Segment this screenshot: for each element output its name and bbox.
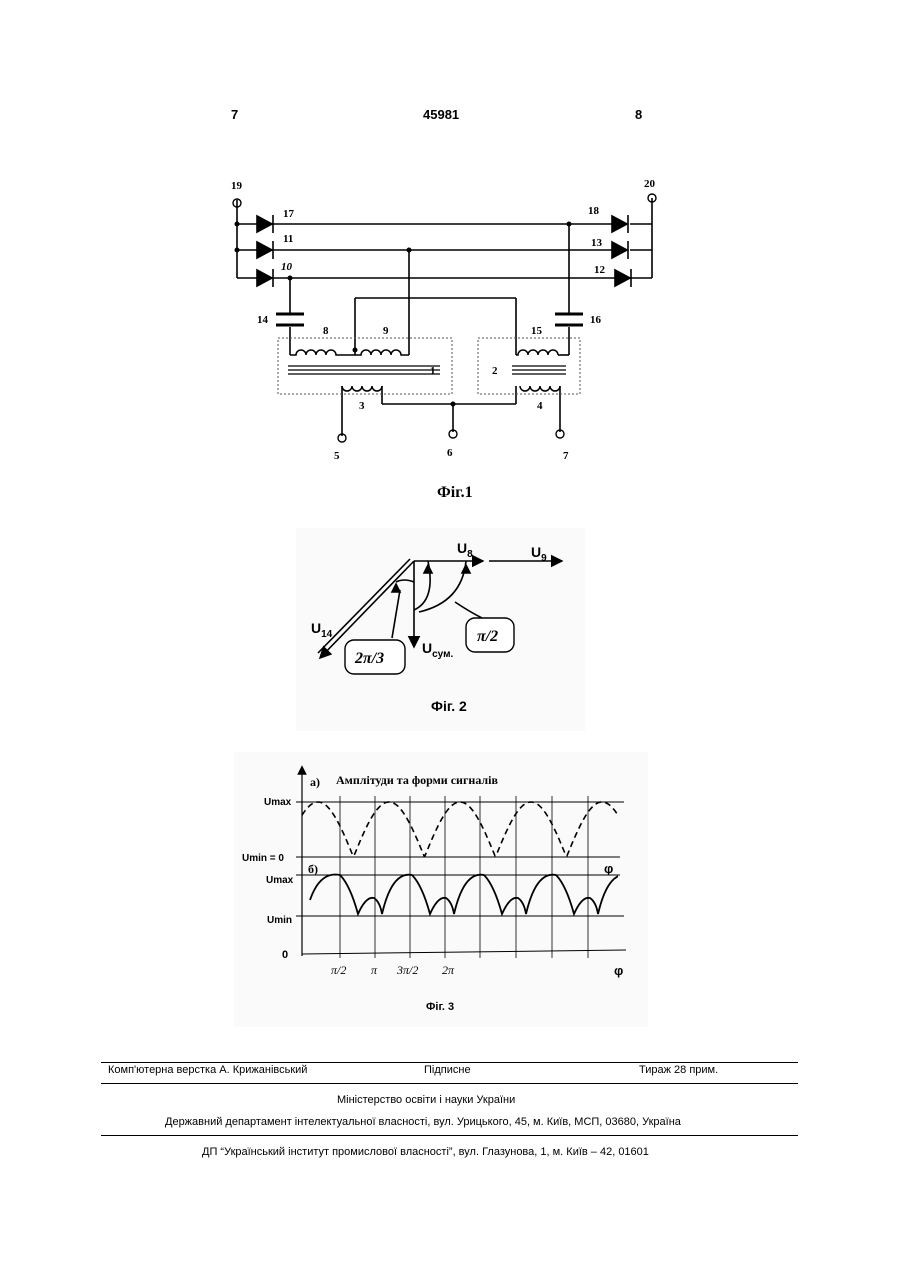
- winding-4-label: 4: [537, 400, 543, 412]
- panel-a-label: а): [310, 775, 320, 789]
- panel-b-label: б): [308, 862, 318, 876]
- diode-18-label: 18: [588, 205, 600, 217]
- diode-12-label: 12: [594, 264, 606, 276]
- capacitor-14-label: 14: [257, 314, 269, 326]
- y-label-umin0: Umin = 0: [242, 853, 284, 864]
- winding-8-label: 8: [323, 325, 329, 337]
- diode-13-label: 13: [591, 237, 603, 249]
- angle-2pi3-label: 2π/3: [354, 650, 384, 667]
- diode-17-label: 17: [283, 208, 295, 220]
- fig3-caption: Фіг. 3: [426, 1001, 454, 1013]
- footer-rule-2: [101, 1083, 798, 1084]
- footer-rule-3: [101, 1135, 798, 1136]
- capacitor-16-label: 16: [590, 314, 602, 326]
- footer-rule-1: [101, 1062, 798, 1063]
- footer-ministry: Міністерство освіти і науки України: [337, 1094, 515, 1106]
- angle-pi2-label: π/2: [477, 628, 498, 645]
- terminal-19-label: 19: [231, 180, 243, 192]
- y-label-umin: Umin: [267, 915, 292, 926]
- x-tick-3pi2: 3π/2: [396, 963, 418, 977]
- u14-label: U14: [311, 620, 333, 640]
- fig1-circuit-diagram: 19 20 5 6 7 17 11 10 18 13 12 14 16 8 9 …: [0, 0, 900, 520]
- y-label-umax-top: Umax: [264, 797, 292, 808]
- usum-label: Uсум.: [422, 640, 454, 660]
- footer-department: Державний департамент інтелектуальної вл…: [165, 1116, 681, 1128]
- fig3-title: Амплітуди та форми сигналів: [336, 773, 498, 787]
- x-tick-pi2: π/2: [331, 963, 346, 977]
- winding-15-label: 15: [531, 325, 543, 337]
- fig3-waveform-chart: а) Амплітуди та форми сигналів б) Umax U…: [0, 740, 900, 1030]
- terminal-5-label: 5: [334, 450, 340, 462]
- phi-mid-label: φ: [604, 861, 613, 876]
- winding-9-label: 9: [383, 325, 389, 337]
- terminal-7-label: 7: [563, 450, 569, 462]
- y-label-zero: 0: [282, 949, 288, 961]
- u8-label: U8: [457, 540, 473, 560]
- y-label-umax-bottom: Umax: [266, 875, 294, 886]
- footer-signed: Підписне: [424, 1064, 471, 1076]
- waveform-a-dashed: [302, 802, 625, 856]
- winding-3-label: 3: [359, 400, 365, 412]
- fig2-phasor-diagram: 2π/3 π/2 U8 U9 U14 Uсум. Фіг. 2: [0, 520, 900, 740]
- x-tick-2pi: 2π: [442, 963, 455, 977]
- diode-11-label: 11: [283, 233, 293, 245]
- footer-layout: Комп'ютерна верстка А. Крижанівський: [108, 1064, 307, 1076]
- x-axis-phi: φ: [614, 963, 623, 978]
- terminal-6-label: 6: [447, 447, 453, 459]
- fig3-waves: [302, 802, 646, 914]
- footer-circulation: Тираж 28 прим.: [639, 1064, 718, 1076]
- terminal-20-label: 20: [644, 178, 656, 190]
- fig2-caption: Фіг. 2: [431, 698, 467, 714]
- x-tick-pi: π: [371, 963, 378, 977]
- footer-institute: ДП “Український інститут промислової вла…: [202, 1146, 649, 1158]
- fig1-caption: Фіг.1: [437, 484, 473, 501]
- transformer-2-label: 2: [492, 365, 498, 377]
- transformer-1-label: 1: [430, 365, 436, 377]
- diode-10-label: 10: [281, 261, 293, 273]
- waveform-b-solid: [310, 875, 646, 914]
